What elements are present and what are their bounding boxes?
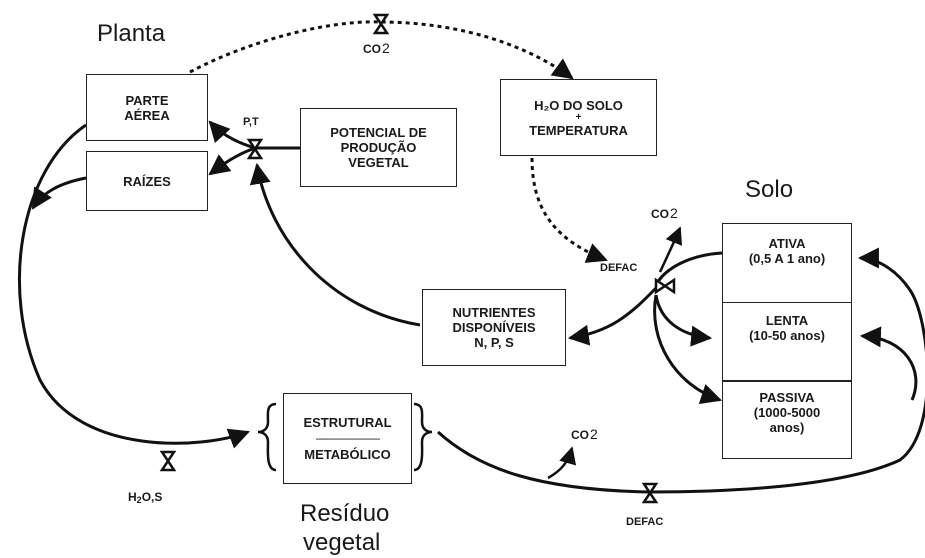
defac-to-passiva-arrow [653,294,722,404]
nutrientes-to-valve-arrow [249,162,421,327]
nutrientes-box: NUTRIENTES DISPONÍVEIS N, P, S [422,289,566,366]
passiva-box: PASSIVA (1000-5000 anos) [722,380,852,459]
co2-residuo-sub: 2 [590,426,598,442]
co2-solo-label: CO2 [651,205,678,221]
potencial-line3: VEGETAL [348,155,409,170]
valve-top-icon [372,13,390,35]
co2-solo-sub: 2 [670,205,678,221]
defac-to-lenta-arrow [654,294,713,347]
nutrientes-line3: N, P, S [474,335,514,350]
h2o-s-label: H2O,S [128,490,162,505]
right-brace-icon [413,402,433,472]
valve-defac-bottom-icon [641,482,659,504]
h2o-solo-line3: TEMPERATURA [529,122,628,138]
potencial-line2: PRODUÇÃO [340,140,417,155]
h2o-s-sub: 2 [136,495,142,505]
h2o-s-text-b: O,S [141,490,163,504]
residuo-label: Resíduo [300,500,390,527]
potencial-box: POTENCIAL DE PRODUÇÃO VEGETAL [300,108,457,187]
ativa-box: ATIVA (0,5 A 1 ano) [722,223,852,303]
planta-label: Planta [97,20,166,47]
h2o-solo-line2: + [575,111,582,123]
residue-to-soil-loop [436,247,925,494]
lenta-line2: (10-50 anos) [749,328,825,343]
h2o-solo-box: H₂O DO SOLO + TEMPERATURA [500,79,657,156]
raizes-outflow-arrow [31,176,87,210]
potencial-line1: POTENCIAL DE [330,125,427,140]
raizes-label: RAÍZES [123,173,171,189]
loop-to-lenta-arrow [859,326,918,401]
plant-to-residue-loop [17,123,250,449]
passiva-line3: anos) [769,420,805,435]
co2-residuo-label: CO2 [571,426,598,442]
residuo-box: ESTRUTURAL ------------------------ META… [283,393,412,484]
lenta-line1: LENTA [765,313,809,328]
residue-co2-arrow [547,446,577,480]
raizes-box: RAÍZES [86,151,208,211]
valve-h2o-icon [159,450,177,472]
vegetal-label: vegetal [303,529,381,556]
defac-to-nutrientes-arrow [567,286,658,346]
parte-aerea-line2: AÉREA [124,107,170,123]
passiva-line2: (1000-5000 [753,405,821,420]
pt-label: P,T [243,116,259,128]
to-raizes-arrow [208,146,256,176]
defac-solo-label: DEFAC [600,262,638,274]
parte-aerea-box: PARTE AÉREA [86,74,208,141]
ativa-line2: (0,5 A 1 ano) [748,251,826,266]
valve-defac-solo-icon [654,277,676,295]
co2-top-sub: 2 [382,40,390,56]
estrutural-label: ESTRUTURAL [303,415,392,430]
co2-top-label: CO2 [363,40,390,56]
metabolico-label: METABÓLICO [304,447,391,462]
residuo-divider: ------------------------ [315,433,381,445]
nutrientes-line2: DISPONÍVEIS [452,320,536,335]
ativa-to-defac-line [654,251,723,286]
h2o-s-text-a: H [128,490,137,504]
temperature-to-defac-dashed-arrow [530,157,608,263]
co2-solo-text: CO [651,207,669,221]
passiva-line1: PASSIVA [759,390,815,405]
lenta-box: LENTA (10-50 anos) [722,302,852,381]
nutrientes-line1: NUTRIENTES [452,305,536,320]
co2-residuo-text: CO [571,428,589,442]
left-brace-icon [257,402,277,472]
parte-aerea-line1: PARTE [125,92,169,108]
co2-top-text: CO [363,42,381,56]
valve-pt-icon [246,138,264,160]
co2-dashed-flow-arrow [189,20,574,80]
solo-co2-arrow [658,226,683,273]
solo-label: Solo [745,176,794,203]
defac-residuo-label: DEFAC [626,516,664,528]
h2o-solo-line1: H₂O DO SOLO [534,97,623,113]
to-parte-aerea-arrow [208,120,256,150]
ativa-line1: ATIVA [768,236,806,251]
